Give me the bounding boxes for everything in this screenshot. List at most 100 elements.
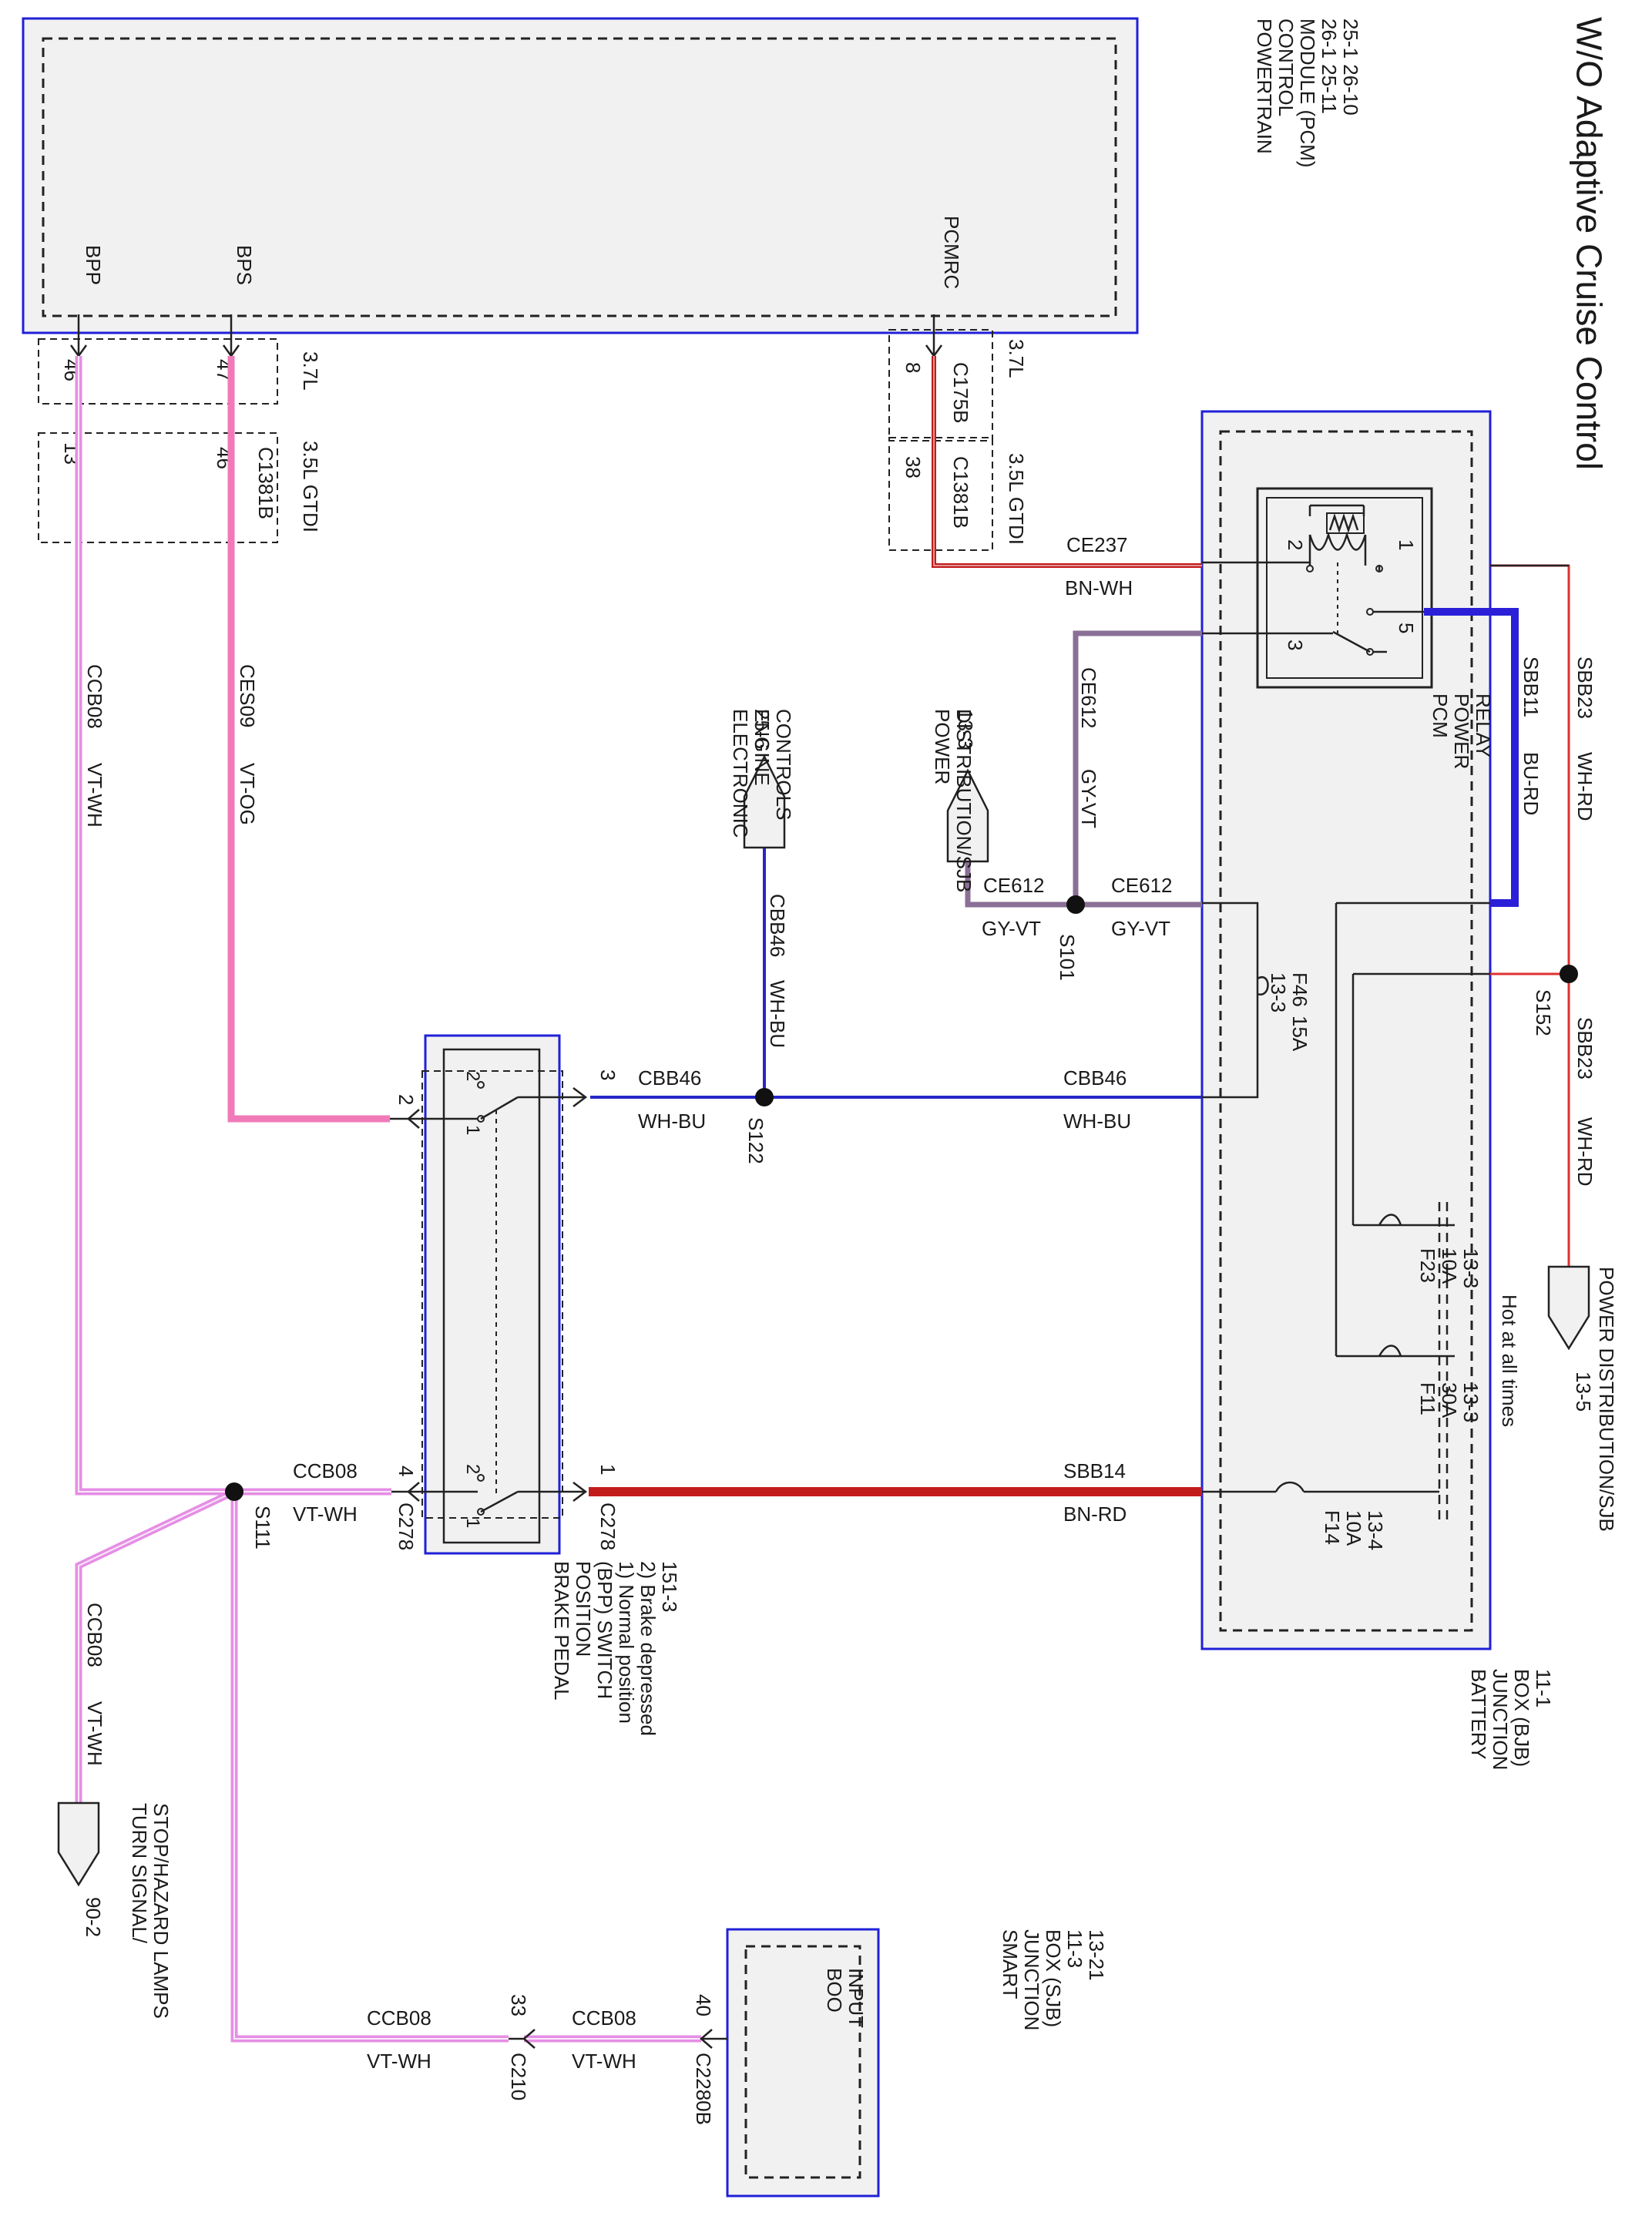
bpp-pin-3: 3 xyxy=(596,1069,620,1080)
svg-text:F23 10A 13-3: F23 10A 13-3 xyxy=(1416,1248,1482,1288)
ce237-id: CE237 xyxy=(1066,533,1128,556)
svg-text:POWER DISTRIBUTION/SJB: POWER DISTRIBUTION/SJB xyxy=(931,709,975,892)
splice-s152 xyxy=(1560,965,1578,983)
pd2-name: POWER DISTRIBUTION/SJB xyxy=(1595,1267,1618,1532)
cbb46-color-1: WH-BU xyxy=(766,980,789,1048)
f11-rating: 30A xyxy=(1438,1382,1461,1419)
ccb08-color-3: VT-WH xyxy=(83,1701,106,1766)
c1381b-left-35l: 3.5L GTDI xyxy=(299,441,322,532)
bpp-switch: 2 1 2 1 2 3 4 1 C278 C278 BRAKE PEDAL PO… xyxy=(390,1034,681,1741)
sjb-name-1: SMART xyxy=(999,1929,1022,1999)
ref-power-distribution-1: 13-3 POWER DISTRIBUTION/SJB xyxy=(931,709,989,892)
sjb-name-4: 11-3 xyxy=(1063,1929,1086,1968)
ce612-id-2: CE612 xyxy=(1111,874,1173,897)
pcm-module: POWERTRAIN CONTROL MODULE (PCM) 26-1 25-… xyxy=(22,17,1362,358)
wire-ce612-pd xyxy=(965,861,1076,908)
pin-38: 38 xyxy=(902,456,925,478)
bjb-name-3: BOX (BJB) xyxy=(1510,1669,1533,1767)
pcm-power-relay: 1 2 3 5 xyxy=(1256,487,1433,689)
cbb46-id-2: CBB46 xyxy=(1063,1066,1127,1090)
pcm-ref-1: 26-1 25-11 xyxy=(1318,18,1341,114)
ref-power-distribution-2: POWER DISTRIBUTION/SJB 13-5 xyxy=(1547,1265,1618,1532)
cbb46-id-1: CBB46 xyxy=(766,894,789,957)
sbb11-id: SBB11 xyxy=(1519,656,1543,717)
ce612-color-2: GY-VT xyxy=(1111,917,1170,940)
f23-name: F23 xyxy=(1416,1248,1439,1283)
pd1-name-2: DISTRIBUTION/SJB xyxy=(952,709,975,892)
ccb08-color-1: VT-WH xyxy=(83,763,106,828)
splices: S101 S122 S152 S111 xyxy=(225,895,1578,1550)
c1381b-left-label: C1381B xyxy=(254,447,277,519)
pcm-pin-bpp: BPP xyxy=(82,245,105,285)
connector-c175b-right: 8 38 C175B C1381B 3.7L 3.5L GTDI xyxy=(888,329,1028,551)
pcm-name-1: POWERTRAIN xyxy=(1253,18,1276,154)
relay-pin-1: 1 xyxy=(1395,539,1418,550)
svg-text:F14 10A 13-4: F14 10A 13-4 xyxy=(1321,1510,1387,1550)
sjb-input-2: INPUT xyxy=(844,1968,868,2028)
f11-ref: 13-3 xyxy=(1459,1382,1482,1422)
ce237-color: BN-WH xyxy=(1065,576,1133,599)
bpp-name-3: (BPP) SWITCH xyxy=(593,1561,616,1699)
sbb14-color: BN-RD xyxy=(1063,1503,1127,1526)
bpp-pos1-bot: 1 xyxy=(462,1518,483,1528)
ccb08-id-2: CCB08 xyxy=(293,1459,358,1482)
sbb14-id: SBB14 xyxy=(1063,1459,1126,1482)
s122-label: S122 xyxy=(744,1117,767,1164)
ce612-id-3: CE612 xyxy=(983,874,1045,897)
sjb-name-2: JUNCTION xyxy=(1020,1929,1043,2030)
relay-pin-2: 2 xyxy=(1284,539,1307,550)
bjb-name-1: BATTERY xyxy=(1467,1669,1490,1759)
splice-s122 xyxy=(755,1088,774,1106)
f46-ref: 13-3 xyxy=(1267,972,1290,1012)
ccb08-color-5: VT-WH xyxy=(572,2050,636,2073)
c175b-37l: 3.7L xyxy=(1005,339,1028,378)
wire-labels: CE237 BN-WH SBB23 WH-RD SBB23 WH-RD SBB1… xyxy=(83,533,1597,2073)
ces09-id: CES09 xyxy=(236,664,259,727)
sjb-name-3: BOX (SJB) xyxy=(1042,1929,1065,2027)
s152-label: S152 xyxy=(1532,989,1555,1036)
svg-text:BATTERY JUNCTION B: BATTERY JUNCTION BOX (BJB) 11-1 xyxy=(1467,1669,1555,1776)
c175b-label: C175B xyxy=(949,362,972,424)
f23-ref: 13-3 xyxy=(1459,1248,1482,1288)
svg-text:SMART JUNCTION BOX: SMART JUNCTION BOX (SJB) 11-3 13-21 xyxy=(999,1929,1108,2036)
ccb08-color-2: VT-WH xyxy=(293,1503,358,1526)
pcm-name-2: CONTROL xyxy=(1274,18,1298,116)
f14-ref: 13-4 xyxy=(1364,1510,1387,1550)
turn-page: 90-2 xyxy=(82,1897,105,1937)
relay-name-1: PCM xyxy=(1429,693,1452,738)
sbb23-id-2: SBB23 xyxy=(1573,1017,1597,1079)
f46-rating: 15A xyxy=(1288,1016,1311,1052)
ces09-color: VT-OG xyxy=(236,763,259,825)
wire-ccb08-sjb xyxy=(230,1492,509,2043)
svg-text:PCM POWER RELAY: PCM POWER RELAY xyxy=(1429,693,1495,774)
svg-text:TURN SIGNAL/ STOP/HAZARD: TURN SIGNAL/ STOP/HAZARD LAMPS xyxy=(128,1803,173,2019)
ref-turn-signal-lamps: TURN SIGNAL/ STOP/HAZARD LAMPS 90-2 xyxy=(57,1801,173,2019)
c1381b-35l: 3.5L GTDI xyxy=(1005,453,1028,545)
wires xyxy=(75,356,1570,2043)
turn-name-2: STOP/HAZARD LAMPS xyxy=(149,1803,173,2019)
bpp-pos2-top: 2 xyxy=(462,1071,483,1081)
pcm-name-3: MODULE (PCM) xyxy=(1296,18,1319,168)
sbb23-id-1: SBB23 xyxy=(1573,656,1597,719)
s111-label: S111 xyxy=(251,1506,274,1550)
connector-c175b-left: 46 47 13 46 3.7L 3.5L GTDI C1381B xyxy=(38,338,322,543)
bpp-name-5: 2) Brake depressed xyxy=(636,1561,660,1736)
pd1-name-1: POWER xyxy=(931,709,954,784)
f23-rating: 10A xyxy=(1438,1248,1461,1284)
bjb-name-2: JUNCTION xyxy=(1489,1669,1512,1770)
s101-label: S101 xyxy=(1056,934,1079,981)
fuse-f11: F11 30A 13-3 xyxy=(1378,1345,1482,1422)
svg-text:BRAKE PEDAL POSITION: BRAKE PEDAL POSITION (BPP) SWITCH 1) Nor… xyxy=(550,1561,681,1741)
hot-at-all-times: Hot at all times xyxy=(1498,1294,1521,1427)
bpp-pin-1: 1 xyxy=(596,1464,620,1475)
fuse-f14: F14 10A 13-4 xyxy=(1202,1481,1439,1550)
ref-electronic-engine-controls: 25-6 ELECTRONIC ENGINE CONTROLS xyxy=(729,709,795,849)
wire-sbb11 xyxy=(1424,608,1519,907)
f14-name: F14 xyxy=(1321,1510,1344,1545)
wire-ces09 xyxy=(227,356,390,1123)
c1381b-label: C1381B xyxy=(949,456,972,529)
fuse-f23: F23 10A 13-3 xyxy=(1378,1214,1482,1288)
bpp-name-1: BRAKE PEDAL xyxy=(550,1561,573,1700)
ccb08-color-4: VT-WH xyxy=(367,2050,431,2073)
